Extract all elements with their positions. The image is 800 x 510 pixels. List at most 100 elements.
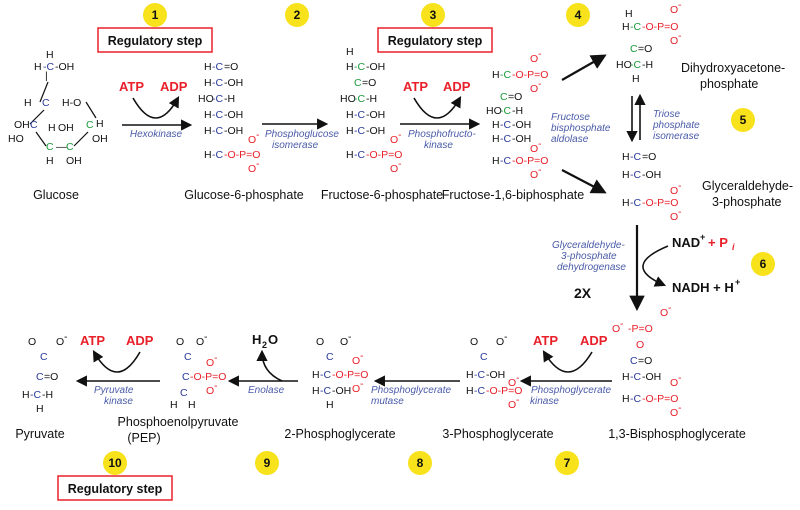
svg-text:-OH: -OH [512,119,531,131]
svg-text:-: - [214,380,218,392]
svg-text:C: C [66,141,74,153]
svg-text:OH: OH [92,133,108,145]
svg-text:H: H [346,125,354,137]
svg-text:-: - [538,138,542,150]
svg-text:H: H [625,8,633,20]
water-label: H 2 O [252,332,278,350]
svg-text:=O: =O [638,355,652,367]
svg-text:H: H [622,151,630,163]
svg-text:HO: HO [340,93,356,105]
svg-text:-H: -H [512,105,523,117]
svg-text:O: O [196,336,204,348]
svg-text:+ P: + P [708,235,728,250]
atp-label-10: ATP [80,333,105,348]
svg-text:-: - [538,78,542,90]
svg-text:O: O [660,307,668,319]
svg-text:-C: -C [500,133,511,145]
svg-text:-C: -C [500,105,511,117]
svg-text:H: H [492,133,500,145]
svg-text:-H: -H [224,93,235,105]
svg-text:-: - [398,158,402,170]
svg-text:O: O [530,169,538,181]
step-1: 1 [143,3,167,27]
svg-text:-H: -H [642,59,653,71]
svg-text:-: - [204,331,208,343]
svg-text:-: - [668,302,672,314]
step-9: 9 [255,451,279,475]
pk-label-2: kinase [104,396,133,407]
svg-text:H: H [346,46,354,58]
svg-text:=O: =O [638,43,652,55]
step-8: 8 [408,451,432,475]
svg-text:-C: -C [212,149,223,161]
nad-label: NAD + + P i [672,232,735,252]
svg-text:H: H [170,399,178,411]
svg-text:-C: -C [354,149,365,161]
g3p-label-2: 3-phosphate [712,195,782,209]
step4-arrow-to-dhap [561,54,607,81]
svg-text:-: - [678,30,682,42]
svg-text:H: H [24,97,32,109]
svg-text:C: C [42,97,50,109]
svg-text:-OH: -OH [224,77,243,89]
svg-text:+: + [700,232,705,242]
svg-text:H: H [492,69,500,81]
pfk-label-1: Phosphofructo- [408,129,476,140]
svg-text:-: - [538,48,542,60]
gapdh-label-3: dehydrogenase [557,262,626,273]
atp-label-1: ATP [119,79,144,94]
pgm-label-1: Phosphoglycerate [371,385,451,396]
enolase-label: Enolase [248,385,285,396]
times-two-label: 2X [574,285,592,301]
svg-text:O: O [670,211,678,223]
svg-text:H: H [492,155,500,167]
svg-text:-: - [678,180,682,192]
svg-text:=O: =O [508,91,522,103]
gapdh-label-1: Glyceraldehyde- [552,240,625,251]
svg-text:-C: -C [320,369,331,381]
svg-text:O: O [352,355,360,367]
svg-text:O: O [530,53,538,65]
svg-text:H: H [204,61,212,73]
svg-text:O: O [28,336,36,348]
pgm-label-2: mutase [371,396,404,407]
svg-text:C: C [630,355,638,367]
svg-text:-: - [678,206,682,218]
svg-text:-O-P=O: -O-P=O [486,385,522,397]
dhap-label-2: phosphate [700,77,758,91]
atp-label-3: ATP [403,79,428,94]
svg-text:H: H [346,149,354,161]
svg-text:H: H [36,403,44,415]
svg-text:C: C [500,91,508,103]
dhap-label-1: Dihydroxyacetone- [681,61,785,75]
svg-text:-C: -C [354,125,365,137]
svg-text:-P=O: -P=O [628,323,653,335]
svg-text:-C: -C [630,393,641,405]
svg-text:O: O [206,385,214,397]
svg-text:-OH: -OH [366,61,385,73]
pfk-label-2: kinase [424,140,453,151]
svg-text:HO: HO [198,93,214,105]
step-3: 3 [421,3,445,27]
svg-text:C: C [182,371,190,383]
g6p-structure: H-C=O H-C-OH HO-C-H H-C-OH H-C-OH H-C-O-… [198,61,260,175]
svg-text:H: H [466,385,474,397]
svg-text:Regulatory step: Regulatory step [68,482,163,496]
svg-text:2: 2 [294,8,301,22]
svg-text:-C: -C [320,385,331,397]
bpg13-label: 1,3-Bisphosphoglycerate [608,427,746,441]
pgi-label-1: Phosphoglucose [265,129,339,140]
svg-text:H: H [22,389,30,401]
pk-label-1: Pyruvate [94,385,134,396]
svg-text:C: C [184,351,192,363]
svg-text:H: H [346,61,354,73]
svg-text:4: 4 [575,8,582,22]
aldolase-label-3: aldolase [551,134,589,145]
step9-water-curve [256,349,283,382]
svg-text:-: - [504,331,508,343]
svg-text:H: H [312,369,320,381]
svg-text:1: 1 [152,8,159,22]
g6p-label: Glucose-6-phosphate [184,188,304,202]
